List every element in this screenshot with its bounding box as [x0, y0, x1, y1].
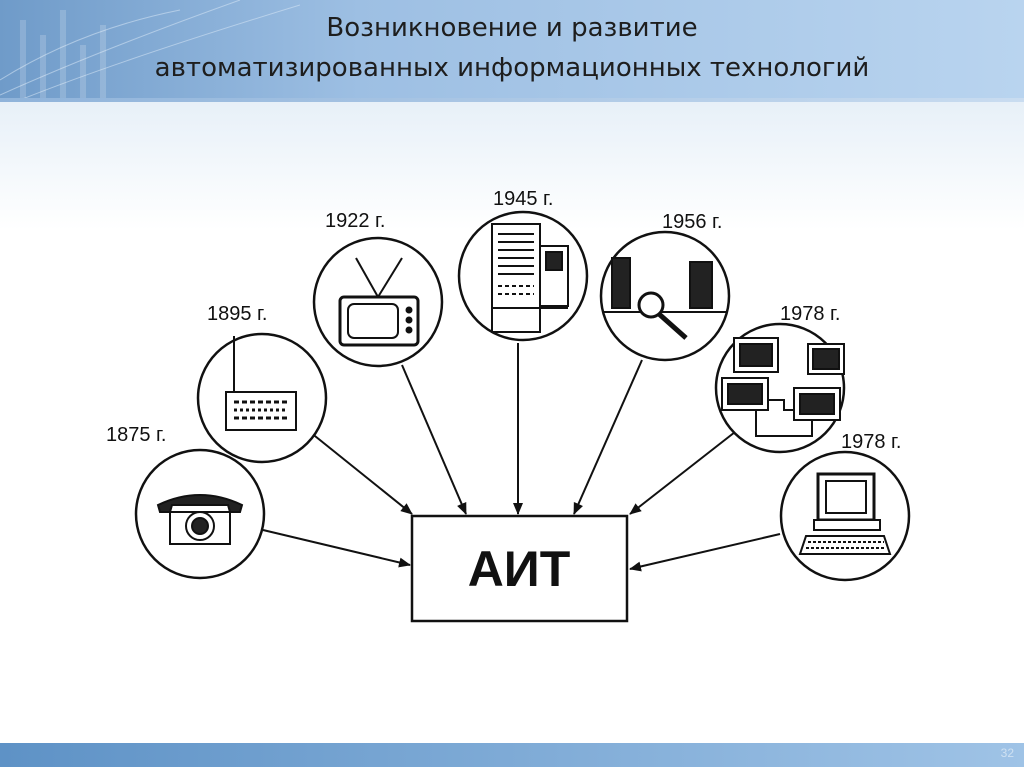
arrow-1895: [304, 427, 413, 515]
slide-title: Возникновение и развитие автоматизирован…: [0, 8, 1024, 88]
radio-icon: [225, 336, 297, 431]
arrow-1978-pc: [629, 533, 781, 572]
center-label: АИТ: [468, 541, 571, 597]
year-label: 1895 г.: [207, 303, 267, 325]
arrow-1956: [573, 359, 643, 515]
computer-network-icon: [721, 337, 845, 437]
arrows: [262, 343, 781, 572]
year-label: 1945 г.: [493, 188, 553, 210]
year-label: 1875 г.: [106, 424, 166, 446]
year-label: 1922 г.: [325, 210, 385, 232]
node-1978-pc: 1978 г.: [779, 431, 911, 582]
personal-computer-icon: [798, 472, 892, 555]
slide-number: 32: [1000, 746, 1014, 760]
node-1978-network: 1978 г.: [714, 303, 846, 454]
telephone-icon: [156, 494, 244, 545]
television-icon: [338, 257, 420, 347]
arrow-1978-network: [629, 431, 736, 515]
arrow-1875: [262, 529, 411, 568]
center-box: АИТ: [410, 514, 629, 623]
content-area: [0, 102, 1024, 743]
slide-footer: 32: [0, 743, 1024, 767]
node-1922: 1922 г.: [312, 210, 444, 368]
slide-header: Возникновение и развитие автоматизирован…: [0, 0, 1024, 100]
year-label: 1956 г.: [662, 211, 722, 233]
node-1945: 1945 г.: [457, 188, 589, 342]
header-divider: [0, 98, 1024, 102]
node-1875: 1875 г.: [106, 424, 266, 580]
microchip-icon: [604, 257, 726, 340]
title-line-2: автоматизированных информационных технол…: [154, 53, 870, 83]
arrow-1922: [401, 364, 467, 515]
title-line-1: Возникновение и развитие: [326, 13, 698, 43]
header-decoration: [0, 0, 300, 100]
node-1895: 1895 г.: [196, 303, 328, 464]
node-1956: 1956 г.: [599, 211, 731, 362]
year-label: 1978 г.: [841, 431, 901, 453]
mainframe-computer-icon: [491, 223, 569, 333]
year-label: 1978 г.: [780, 303, 840, 325]
